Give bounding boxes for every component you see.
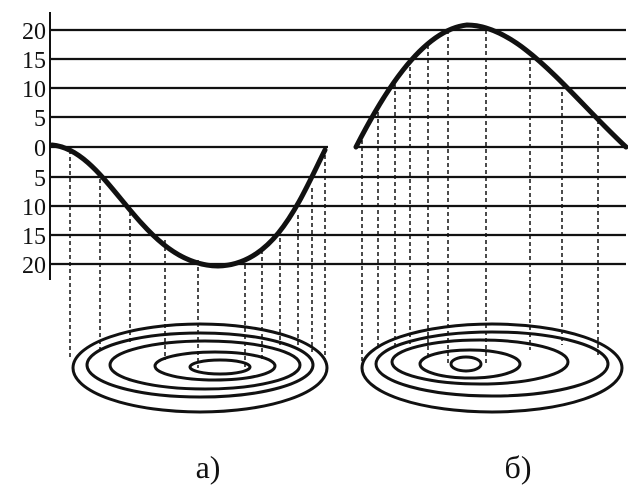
contour-ring xyxy=(418,348,522,380)
contour-ring xyxy=(360,322,624,414)
grid-lines xyxy=(50,28,626,266)
tick-labels: 20 15 10 5 0 5 10 15 20 xyxy=(22,19,46,279)
tick-label: 10 xyxy=(22,195,46,221)
contour-ring xyxy=(108,339,302,391)
contour-rings-b xyxy=(360,322,624,414)
tick-label: 5 xyxy=(34,166,46,192)
tick-label: 10 xyxy=(22,77,46,103)
contour-ring xyxy=(71,322,329,414)
tick-label: 15 xyxy=(22,224,46,250)
curve-b xyxy=(353,22,628,150)
drop-lines-a xyxy=(69,150,326,368)
panel-label-a: а) xyxy=(196,449,221,485)
contour-ring xyxy=(374,330,610,398)
curve-a xyxy=(49,142,328,269)
tick-label: 5 xyxy=(34,106,46,132)
tick-label: 0 xyxy=(34,136,46,162)
contour-ring xyxy=(85,331,315,399)
tick-label: 15 xyxy=(22,48,46,74)
contour-ring xyxy=(153,350,277,382)
contour-ring xyxy=(188,358,252,376)
tick-label: 20 xyxy=(22,253,46,279)
contour-ring xyxy=(449,355,483,373)
drop-lines-b xyxy=(361,30,599,366)
contour-rings-a xyxy=(71,322,329,414)
tick-label: 20 xyxy=(22,19,46,45)
contour-ring xyxy=(390,338,570,386)
panel-label-b: б) xyxy=(505,449,532,485)
